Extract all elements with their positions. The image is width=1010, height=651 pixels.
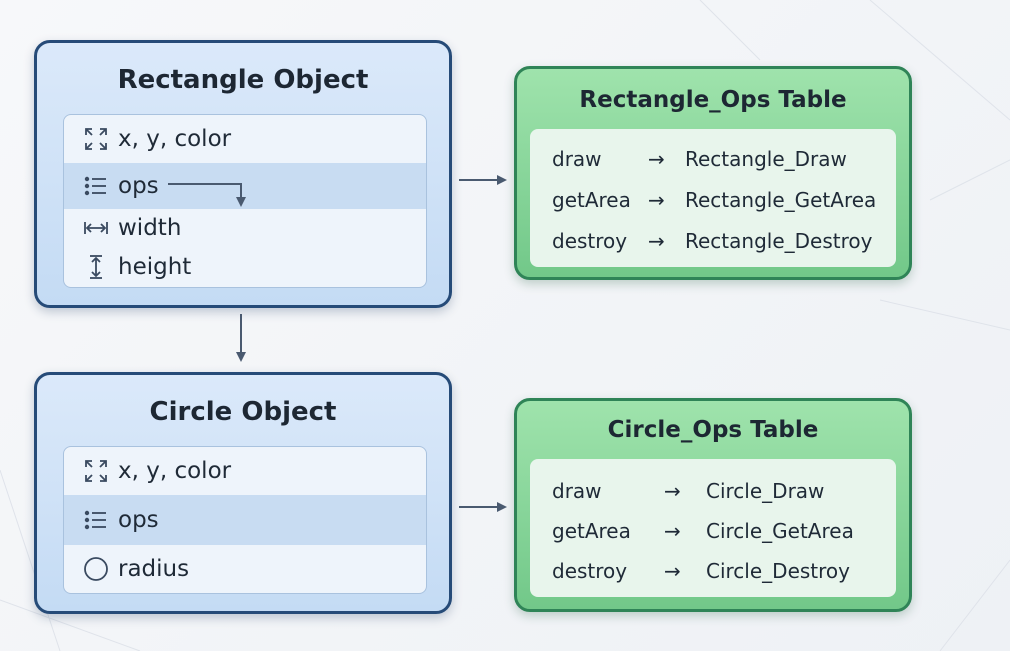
op-key: destroy bbox=[552, 229, 628, 253]
arrow-right-icon: → bbox=[648, 188, 665, 212]
arrow-right-icon: → bbox=[648, 147, 665, 171]
arrow-right-icon: → bbox=[664, 519, 681, 543]
move-icon bbox=[82, 125, 110, 153]
move-icon bbox=[82, 457, 110, 485]
op-value: Circle_Draw bbox=[706, 479, 825, 503]
rectangle-fields: x, y, color ops width bbox=[63, 114, 427, 288]
rectangle-object-title: Rectangle Object bbox=[117, 65, 369, 95]
op-key: destroy bbox=[552, 559, 628, 583]
rectangle-ops-table-title: Rectangle_Ops Table bbox=[579, 87, 847, 113]
field-width: width bbox=[64, 209, 426, 247]
rectangle-ops-rows: draw → Rectangle_Draw getArea → Rectangl… bbox=[530, 129, 896, 267]
field-label: radius bbox=[118, 556, 190, 582]
rectangle-ops-table: Rectangle_Ops Table draw → Rectangle_Dra… bbox=[514, 66, 912, 280]
op-value: Rectangle_Destroy bbox=[685, 229, 873, 253]
field-position: x, y, color bbox=[64, 115, 426, 163]
circle-fields: x, y, color ops radius bbox=[63, 446, 427, 594]
circle-ops-table: Circle_Ops Table draw → Circle_Draw getA… bbox=[514, 398, 912, 612]
circle-object-title: Circle Object bbox=[149, 397, 337, 427]
field-label: x, y, color bbox=[118, 126, 232, 152]
arrow-right-icon: → bbox=[664, 559, 681, 583]
circle-icon bbox=[82, 555, 110, 583]
list-icon bbox=[82, 506, 110, 534]
op-key: getArea bbox=[552, 519, 631, 543]
field-radius: radius bbox=[64, 545, 426, 593]
field-position: x, y, color bbox=[64, 447, 426, 495]
rectangle-object-box: Rectangle Object x, y, color ops bbox=[34, 40, 452, 308]
field-ops: ops bbox=[64, 495, 426, 545]
field-label: ops bbox=[118, 507, 159, 533]
op-key: draw bbox=[552, 147, 602, 171]
op-value: Rectangle_GetArea bbox=[685, 188, 877, 212]
op-value: Circle_Destroy bbox=[706, 559, 850, 583]
field-label: width bbox=[118, 215, 182, 241]
op-key: getArea bbox=[552, 188, 631, 212]
field-label: height bbox=[118, 254, 192, 280]
circle-ops-rows: draw → Circle_Draw getArea → Circle_GetA… bbox=[530, 459, 896, 597]
op-value: Rectangle_Draw bbox=[685, 147, 847, 171]
circle-ops-table-title: Circle_Ops Table bbox=[607, 417, 819, 443]
op-key: draw bbox=[552, 479, 602, 503]
op-value: Circle_GetArea bbox=[706, 519, 854, 543]
height-icon bbox=[82, 253, 110, 281]
field-label: x, y, color bbox=[118, 458, 232, 484]
field-height: height bbox=[64, 247, 426, 287]
circle-object-box: Circle Object x, y, color ops bbox=[34, 372, 452, 614]
width-icon bbox=[82, 214, 110, 242]
arrow-right-icon: → bbox=[664, 479, 681, 503]
list-icon bbox=[82, 172, 110, 200]
arrow-right-icon: → bbox=[648, 229, 665, 253]
field-label: ops bbox=[118, 173, 159, 199]
field-ops: ops bbox=[64, 163, 426, 209]
